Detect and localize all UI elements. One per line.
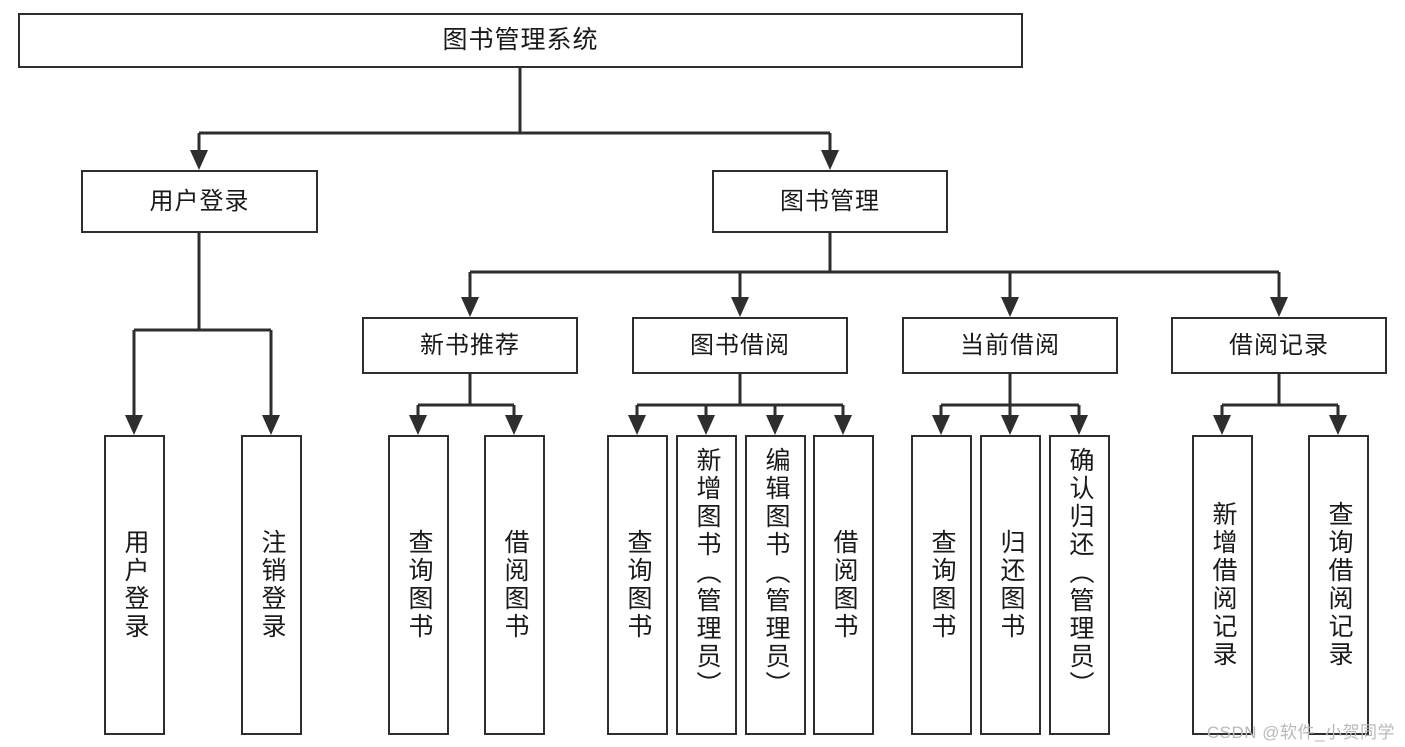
node-borrow-record[interactable]: 借阅记录 [1171,317,1387,374]
leaf-borrow-book-recommend[interactable]: 借阅图书 [484,435,545,735]
node-label: 查询借阅记录 [1325,501,1353,669]
leaf-return-book[interactable]: 归还图书 [980,435,1041,735]
node-label: 新增图书（管理员） [693,447,721,699]
node-label: 借阅记录 [1229,331,1329,359]
leaf-borrow-book[interactable]: 借阅图书 [813,435,874,735]
node-book-borrow[interactable]: 图书借阅 [632,317,848,374]
leaf-confirm-return-admin[interactable]: 确认归还（管理员） [1049,435,1110,735]
node-label: 注销登录 [258,529,286,641]
node-user-login[interactable]: 用户登录 [81,170,318,233]
leaf-user-login[interactable]: 用户登录 [104,435,165,735]
node-label: 新增借阅记录 [1209,501,1237,669]
node-new-book-recommendation[interactable]: 新书推荐 [362,317,578,374]
node-label: 当前借阅 [960,331,1060,359]
node-label: 用户登录 [149,187,250,215]
node-root-book-management-system[interactable]: 图书管理系统 [18,13,1023,68]
node-label: 查询图书 [928,529,956,641]
node-label: 新书推荐 [420,331,520,359]
node-label: 查询图书 [405,529,433,641]
node-label: 编辑图书（管理员） [762,447,790,699]
node-label: 图书管理 [780,187,880,215]
node-label: 查询图书 [624,529,652,641]
leaf-query-borrow-record[interactable]: 查询借阅记录 [1308,435,1369,735]
node-label: 归还图书 [997,529,1025,641]
node-label: 图书借阅 [690,331,790,359]
leaf-add-book-admin[interactable]: 新增图书（管理员） [676,435,737,735]
leaf-query-book-recommend[interactable]: 查询图书 [388,435,449,735]
leaf-logout[interactable]: 注销登录 [241,435,302,735]
leaf-query-book-borrow[interactable]: 查询图书 [607,435,668,735]
leaf-edit-book-admin[interactable]: 编辑图书（管理员） [745,435,806,735]
csdn-watermark: CSDN @软件_小贺同学 [1206,723,1395,742]
node-current-borrow[interactable]: 当前借阅 [902,317,1118,374]
node-label: 借阅图书 [830,529,858,641]
node-label: 确认归还（管理员） [1066,447,1094,699]
node-label: 用户登录 [121,529,149,641]
leaf-query-book-current[interactable]: 查询图书 [911,435,972,735]
node-label: 借阅图书 [501,529,529,641]
node-label: 图书管理系统 [442,25,599,54]
leaf-add-borrow-record[interactable]: 新增借阅记录 [1192,435,1253,735]
node-book-management[interactable]: 图书管理 [712,170,948,233]
